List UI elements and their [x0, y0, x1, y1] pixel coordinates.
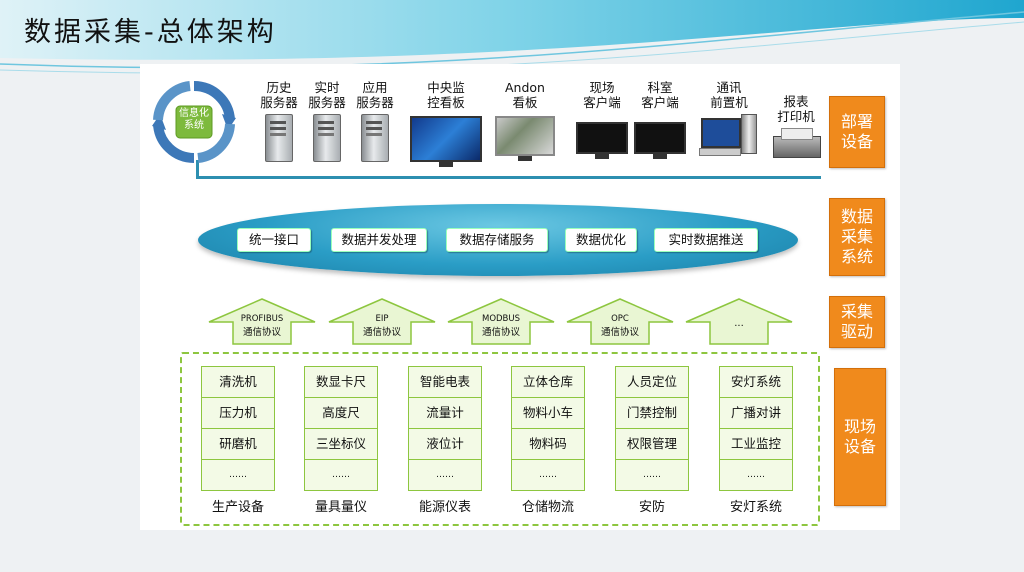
page-title: 数据采集-总体架构: [24, 17, 277, 48]
server-icon: [265, 114, 293, 162]
device-cell: 广播对讲: [719, 397, 793, 428]
device-label: 历史 服务器: [260, 80, 298, 110]
up-arrow-icon: [685, 298, 793, 345]
device-label: 报表 打印机: [777, 94, 815, 124]
device-label: 应用 服务器: [356, 80, 394, 110]
side-label-deploy-devices: 部署 设备: [829, 96, 885, 168]
column-label: 能源仪表: [418, 500, 471, 515]
up-arrow-icon: [328, 298, 436, 345]
up-arrow-icon: [566, 298, 674, 345]
device-cell: 物料小车: [511, 397, 585, 428]
device-office-client: 科室 客户端: [632, 80, 688, 159]
device-column-andon: 安灯系统 广播对讲 工业监控 ……: [719, 366, 793, 491]
device-cell: ……: [408, 459, 482, 491]
device-cell: ……: [201, 459, 275, 491]
device-cell: 液位计: [408, 428, 482, 459]
device-label: 实时 服务器: [308, 80, 346, 110]
device-comm-front-machine: 通讯 前置机: [696, 80, 762, 158]
information-system-cycle-icon: [152, 80, 236, 164]
service-data-optimization: 数据优化: [565, 228, 637, 252]
workstation-icon: [699, 114, 759, 158]
device-cell: 流量计: [408, 397, 482, 428]
device-central-monitor-board: 中央监 控看板: [408, 80, 484, 167]
andon-board-icon: [495, 116, 555, 161]
side-label-field-devices: 现场 设备: [834, 368, 886, 506]
protocol-arrow-opc: OPC 通信协议: [565, 298, 675, 346]
service-unified-interface: 统一接口: [237, 228, 311, 252]
server-icon: [313, 114, 341, 162]
device-label: Andon 看板: [505, 80, 545, 110]
printer-icon: [773, 128, 821, 158]
device-field-client: 现场 客户端: [574, 80, 630, 159]
device-cell: ……: [304, 459, 378, 491]
protocol-name: OPC: [611, 314, 629, 324]
device-history-server: 历史 服务器: [254, 80, 304, 162]
protocol-arrow-profibus: PROFIBUS 通信协议: [207, 298, 317, 346]
protocol-name: EIP: [375, 314, 389, 324]
device-cell: 研磨机: [201, 428, 275, 459]
device-cell: 三坐标仪: [304, 428, 378, 459]
device-label: 现场 客户端: [583, 80, 621, 110]
device-andon-board: Andon 看板: [494, 80, 556, 161]
device-column-production: 清洗机 压力机 研磨机 ……: [201, 366, 275, 491]
protocol-subtitle: 通信协议: [481, 327, 520, 338]
device-cell: 工业监控: [719, 428, 793, 459]
side-label-data-collection-system: 数据 采集 系统: [829, 198, 885, 276]
device-cell: 物料码: [511, 428, 585, 459]
device-column-gauges: 数显卡尺 高度尺 三坐标仪 ……: [304, 366, 378, 491]
device-cell: 权限管理: [615, 428, 689, 459]
protocol-name: ...: [734, 318, 744, 329]
cycle-bus-drop: [196, 160, 199, 178]
device-cell: 门禁控制: [615, 397, 689, 428]
device-application-server: 应用 服务器: [350, 80, 400, 162]
service-data-storage: 数据存储服务: [446, 228, 548, 252]
device-label: 科室 客户端: [641, 80, 679, 110]
service-realtime-push: 实时数据推送: [654, 228, 758, 252]
device-bus-line: [196, 176, 821, 179]
server-icon: [361, 114, 389, 162]
protocol-name: PROFIBUS: [240, 314, 284, 324]
cycle-label: 信息化 系统: [179, 108, 209, 131]
monitor-icon: [634, 122, 686, 159]
protocol-arrow-more: ...: [684, 298, 794, 346]
device-label: 中央监 控看板: [427, 80, 465, 110]
device-report-printer: 报表 打印机: [768, 94, 824, 158]
device-cell: 智能电表: [408, 366, 482, 397]
monitor-board-icon: [410, 116, 482, 167]
protocol-arrow-eip: EIP 通信协议: [327, 298, 437, 346]
protocol-subtitle: 通信协议: [242, 327, 281, 338]
column-label: 安防: [638, 500, 665, 515]
protocol-subtitle: 通信协议: [600, 327, 639, 338]
device-cell: ……: [615, 459, 689, 491]
protocol-subtitle: 通信协议: [362, 327, 401, 338]
protocol-name: MODBUS: [481, 314, 521, 324]
column-label: 生产设备: [211, 500, 264, 515]
device-cell: 数显卡尺: [304, 366, 378, 397]
column-label: 仓储物流: [521, 500, 574, 515]
device-cell: 安灯系统: [719, 366, 793, 397]
device-cell: 立体仓库: [511, 366, 585, 397]
column-label: 安灯系统: [729, 500, 782, 515]
device-cell: 清洗机: [201, 366, 275, 397]
device-cell: ……: [719, 459, 793, 491]
field-devices-group: [180, 352, 820, 526]
monitor-icon: [576, 122, 628, 159]
device-column-security: 人员定位 门禁控制 权限管理 ……: [615, 366, 689, 491]
device-cell: 高度尺: [304, 397, 378, 428]
device-cell: ……: [511, 459, 585, 491]
service-concurrent-processing: 数据并发处理: [331, 228, 427, 252]
device-cell: 人员定位: [615, 366, 689, 397]
protocol-arrow-modbus: MODBUS 通信协议: [446, 298, 556, 346]
device-realtime-server: 实时 服务器: [302, 80, 352, 162]
column-label: 量具量仪: [314, 500, 367, 515]
up-arrow-icon: [447, 298, 555, 345]
device-column-warehouse: 立体仓库 物料小车 物料码 ……: [511, 366, 585, 491]
up-arrow-icon: [208, 298, 316, 345]
device-column-energy: 智能电表 流量计 液位计 ……: [408, 366, 482, 491]
device-cell: 压力机: [201, 397, 275, 428]
side-label-collection-driver: 采集 驱动: [829, 296, 885, 348]
device-label: 通讯 前置机: [710, 80, 748, 110]
